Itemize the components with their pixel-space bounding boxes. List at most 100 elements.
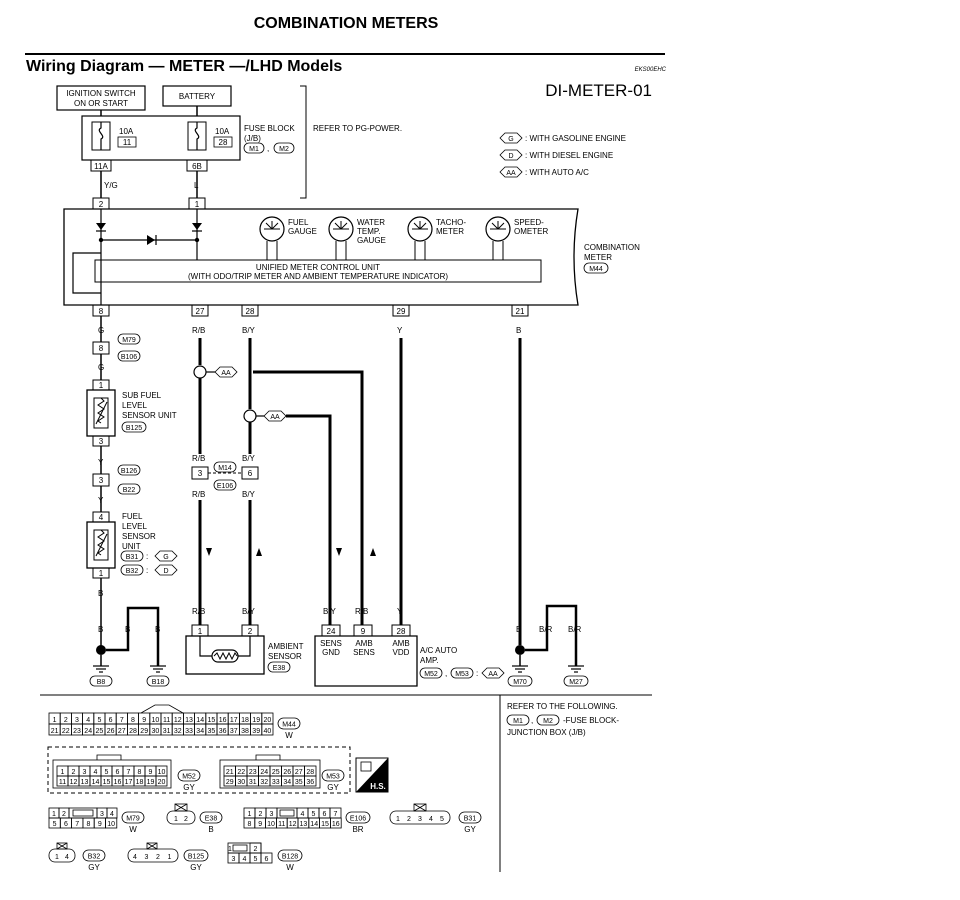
svg-text:1: 1 (198, 627, 203, 636)
svg-text:SENSOR: SENSOR (122, 532, 156, 541)
svg-text:28: 28 (246, 307, 255, 316)
svg-text:6: 6 (109, 717, 113, 724)
svg-text:METER: METER (436, 227, 464, 236)
svg-text:Y: Y (98, 496, 104, 505)
svg-text:6B: 6B (192, 162, 202, 171)
svg-text:METER: METER (584, 253, 612, 262)
svg-text:17: 17 (125, 779, 133, 786)
svg-text:36: 36 (219, 728, 227, 735)
svg-text:35: 35 (295, 779, 303, 786)
svg-text:29: 29 (140, 728, 148, 735)
svg-text:W: W (285, 731, 293, 740)
meter-pin: 29 (392, 304, 410, 317)
svg-text:28: 28 (306, 769, 314, 776)
svg-text:G: G (98, 326, 104, 335)
svg-text:8: 8 (99, 344, 104, 353)
svg-text:28: 28 (129, 728, 137, 735)
svg-text:10: 10 (158, 769, 166, 776)
svg-text:2: 2 (156, 854, 160, 861)
svg-text:B22: B22 (123, 487, 136, 494)
svg-text:27: 27 (295, 769, 303, 776)
fuse-terminal-11a: 11A (90, 159, 112, 172)
wire-color-y: Y (397, 326, 403, 335)
svg-text:GAUGE: GAUGE (288, 227, 317, 236)
svg-text:31: 31 (163, 728, 171, 735)
svg-text:B106: B106 (121, 354, 137, 361)
svg-text:2: 2 (62, 811, 66, 818)
svg-text:R/B: R/B (192, 607, 205, 616)
svg-text:1: 1 (61, 769, 65, 776)
svg-text:3: 3 (145, 854, 149, 861)
svg-text:10: 10 (107, 821, 115, 828)
svg-text::: : (146, 566, 148, 575)
svg-text:3: 3 (100, 811, 104, 818)
svg-text:12: 12 (289, 821, 297, 828)
svg-text:1: 1 (52, 811, 56, 818)
svg-text:,: , (267, 144, 269, 153)
svg-text:AA: AA (488, 671, 498, 678)
svg-text:10: 10 (152, 717, 160, 724)
svg-text:B31: B31 (464, 816, 477, 823)
svg-text:-FUSE BLOCK-: -FUSE BLOCK- (563, 716, 619, 725)
connector-group-m52-m53 (47, 746, 351, 794)
svg-text:3: 3 (232, 856, 236, 863)
svg-text:LEVEL: LEVEL (122, 522, 147, 531)
svg-text:IGNITION SWITCH: IGNITION SWITCH (66, 89, 136, 98)
svg-text:SENS: SENS (353, 648, 375, 657)
hs-mark: H.S. (355, 757, 389, 793)
svg-text:38: 38 (241, 728, 249, 735)
diagram-id: DI-METER-01 (545, 81, 652, 100)
svg-text:9: 9 (98, 821, 102, 828)
svg-text:16: 16 (114, 779, 122, 786)
svg-text:M1: M1 (513, 718, 523, 725)
svg-text:R/B: R/B (355, 607, 368, 616)
svg-text:23: 23 (249, 769, 257, 776)
svg-text:M53: M53 (326, 774, 340, 781)
svg-text:B32: B32 (126, 568, 139, 575)
svg-text:AMB: AMB (392, 639, 409, 648)
svg-text:34: 34 (196, 728, 204, 735)
svg-text:8: 8 (99, 307, 104, 316)
svg-text:22: 22 (237, 769, 245, 776)
svg-text:5: 5 (254, 856, 258, 863)
svg-text:B32: B32 (88, 854, 101, 861)
svg-text:B: B (98, 625, 103, 634)
svg-text:1: 1 (174, 816, 178, 823)
svg-text:3: 3 (99, 437, 104, 446)
svg-text:4: 4 (110, 811, 114, 818)
svg-text:26: 26 (107, 728, 115, 735)
fuse-2-number: 28 (219, 138, 228, 147)
svg-text:LEVEL: LEVEL (122, 401, 147, 410)
svg-text:23: 23 (73, 728, 81, 735)
svg-text:TEMP.: TEMP. (357, 227, 380, 236)
svg-text:3: 3 (99, 476, 104, 485)
svg-text:B8: B8 (97, 679, 106, 686)
svg-text:M44: M44 (282, 722, 296, 729)
svg-text:R/B: R/B (192, 490, 205, 499)
svg-text:2: 2 (99, 200, 104, 209)
svg-text:39: 39 (252, 728, 260, 735)
svg-text:6: 6 (248, 469, 253, 478)
svg-text:G: G (508, 136, 513, 143)
svg-text:2: 2 (72, 769, 76, 776)
svg-text:1: 1 (53, 717, 57, 724)
svg-text:D: D (163, 568, 168, 575)
svg-text:AMP.: AMP. (420, 656, 439, 665)
svg-text:GAUGE: GAUGE (357, 236, 386, 245)
svg-text:B18: B18 (152, 679, 165, 686)
svg-text:(J/B): (J/B) (244, 134, 261, 143)
svg-text:B: B (516, 625, 521, 634)
svg-text:19: 19 (147, 779, 155, 786)
svg-text:31: 31 (249, 779, 257, 786)
combination-meter-label: COMBINATION METER M44 (583, 243, 640, 274)
svg-text:4: 4 (301, 811, 305, 818)
fuse-2-amp: 10A (215, 127, 230, 136)
svg-text:,: , (531, 716, 533, 725)
